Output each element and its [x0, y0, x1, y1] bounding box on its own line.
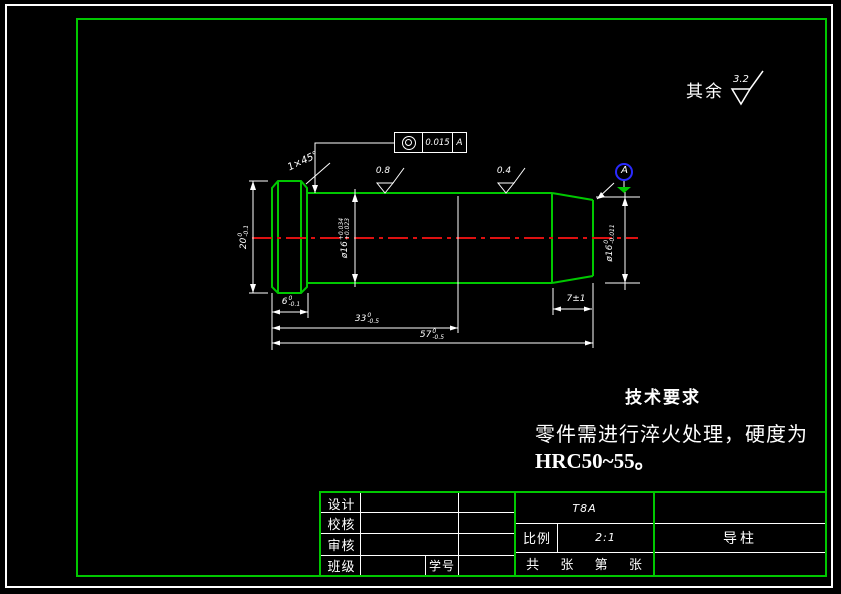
title-block-student-id-label: 学号: [428, 558, 455, 573]
roughness-symbol-default-icon: [730, 70, 764, 106]
tech-req-line2: HRC50~55。: [535, 449, 656, 473]
default-roughness-label: 其余: [686, 82, 724, 101]
tech-req-line1: 零件需进行淬火处理，硬度为: [535, 424, 808, 446]
sheet-total-label: 共: [526, 557, 541, 572]
dim-length-33: 33 0-0.5: [354, 312, 380, 325]
roughness-symbol-right-icon: [496, 167, 526, 194]
fcf-datum-ref: A: [456, 137, 463, 148]
fcf-tolerance: 0.015: [423, 133, 453, 152]
dim-head-width: 6 0-0.1: [281, 295, 301, 308]
sheet-no-label: 第: [594, 557, 609, 572]
title-block-scale-value: 2:1: [595, 531, 616, 544]
dim-length-7: 7±1: [566, 294, 586, 304]
roughness-mid-value: 0.8: [375, 166, 391, 176]
dim-end-od: ø16 0-0.011: [603, 224, 616, 262]
concentricity-icon: [395, 133, 423, 152]
default-roughness-value: 3.2: [733, 74, 749, 85]
datum-flag-icon: [615, 163, 633, 193]
dim-length-57: 57 0-0.5: [419, 328, 445, 341]
title-block-part-name: 导柱: [723, 529, 757, 546]
title-block-class-label: 班级: [327, 558, 356, 574]
title-block-design-label: 设计: [327, 496, 356, 512]
tech-req-title: 技术要求: [625, 388, 701, 407]
sheet-label-2: 张: [628, 557, 643, 572]
dim-head-od: 20 0-0.1: [237, 224, 250, 250]
title-block-sheet-row: 共 张 第 张: [516, 554, 653, 573]
title-block-check-label: 校核: [327, 516, 356, 532]
paper-border: [5, 4, 833, 588]
title-block-material: T8A: [572, 502, 597, 515]
roughness-symbol-mid-icon: [375, 167, 405, 194]
title-block-audit-label: 审核: [327, 538, 356, 553]
dim-shaft-od: ø16 +0.034+0.023: [338, 217, 351, 259]
feature-control-frame: 0.015 A: [394, 132, 467, 153]
datum-label: A: [621, 165, 628, 176]
title-block: 设计 校核 审核 班级 学号 T8A 比例 2:1 共 张 第 张 导柱: [319, 491, 827, 577]
roughness-right-value: 0.4: [496, 166, 512, 176]
sheet-label: 张: [560, 557, 575, 572]
title-block-scale-label: 比例: [522, 531, 551, 546]
dimension-arrowheads: [250, 181, 628, 346]
